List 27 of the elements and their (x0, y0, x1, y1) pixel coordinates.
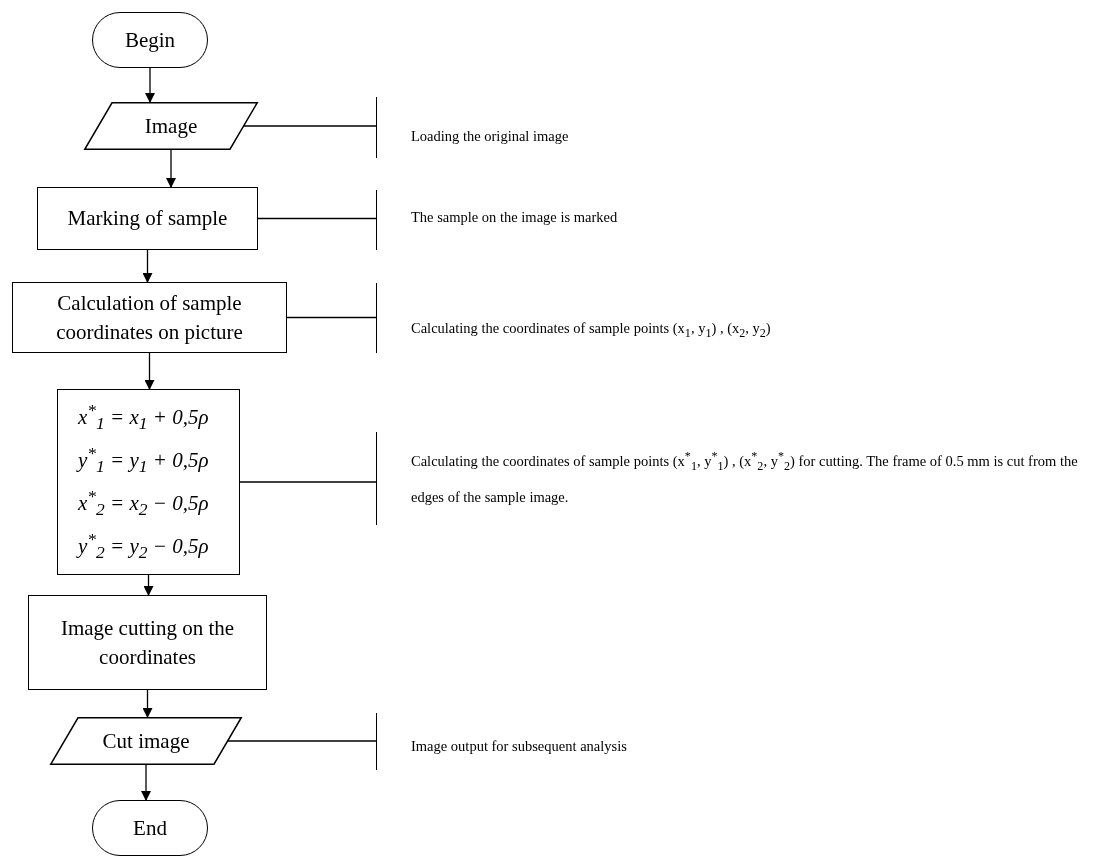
annotation-line (239, 481, 377, 483)
annotation-line (227, 740, 377, 742)
process-box: Calculation of sample coordinates on picture (12, 282, 287, 353)
annotation-text: Calculating the coordinates of sample points (x$^{*}$$_{1}$, y$^{*}$$_{1}$) , (x$^{*}$$_{2}$, y$^{*}$$_{2}$) for cutting. The frame of 0.5 mm is cut from the edges of the sample image. (411, 448, 1079, 508)
annotation-text: The sample on the image is marked (411, 208, 618, 227)
formula-box (57, 389, 240, 575)
io-parallelogram: Cut image (50, 717, 242, 765)
io-parallelogram: Image (84, 102, 258, 150)
annotation-line (286, 316, 377, 319)
flow-arrow (144, 352, 155, 390)
formula-text: y$^{*}$$_{2}$ = y$_{2}$ − 0,5ρ (78, 528, 209, 565)
process-box: Marking of sample (37, 187, 258, 250)
flow-arrow (142, 689, 153, 718)
annotation-text: Image output for subsequent analysis (411, 737, 627, 756)
annotation-text: Calculating the coordinates of sample points (x$_{1}$, y$_{1}$) , (x$_{2}$, y$_{2}$) (411, 319, 771, 342)
formula-text: x$^{*}$$_{2}$ = x$_{2}$ − 0,5ρ (78, 485, 209, 522)
formula-text: x$^{*}$$_{1}$ = x$_{1}$ + 0,5ρ (78, 399, 209, 436)
annotation-line (257, 217, 377, 220)
annotation-text: Loading the original image (411, 127, 569, 146)
formula-text: y$^{*}$$_{1}$ = y$_{1}$ + 0,5ρ (78, 442, 209, 479)
flow-arrow (166, 149, 176, 188)
flow-arrow (142, 249, 153, 283)
process-box: Image cutting on the coordinates (28, 595, 267, 690)
annotation-line (243, 125, 377, 127)
flow-arrow (145, 67, 155, 103)
flow-arrow (143, 574, 154, 596)
flow-arrow (141, 764, 151, 801)
